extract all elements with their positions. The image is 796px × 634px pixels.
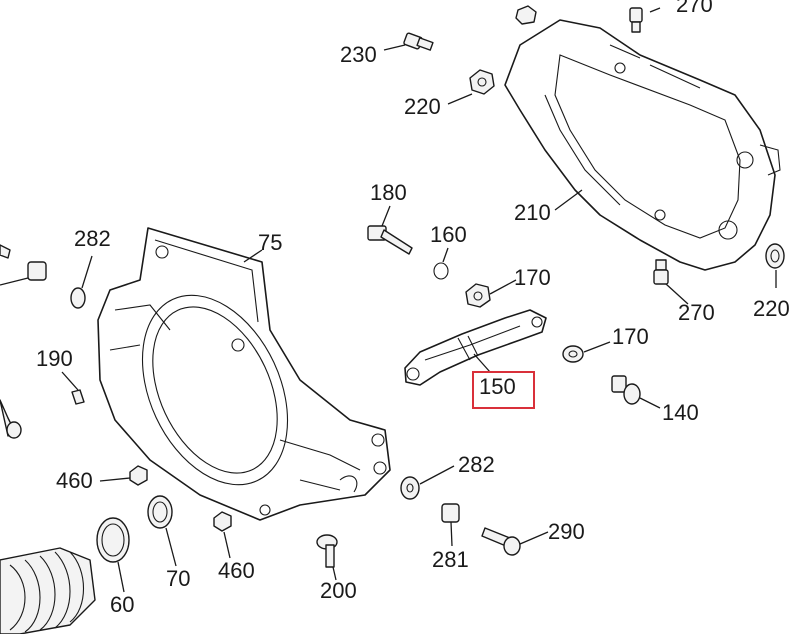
callout-282: 282	[74, 226, 111, 251]
callout-180: 180	[370, 180, 407, 205]
part-150-link-arm	[404, 309, 547, 386]
part-460-nut	[129, 465, 148, 486]
leader-lines	[61, 7, 777, 593]
callout-270: 270	[676, 0, 713, 17]
callout-150: 150	[479, 374, 516, 399]
part-290-bolt	[481, 527, 521, 556]
part-210-frame	[504, 19, 781, 271]
part-281-bushing	[441, 503, 460, 523]
part-170-nut	[465, 283, 491, 308]
part-270-fitting	[653, 259, 669, 285]
callout-290: 290	[548, 519, 585, 544]
callout-60: 60	[110, 592, 135, 617]
callout-160: 160	[430, 222, 467, 247]
part-200-pin	[316, 534, 338, 568]
part-160-ring	[433, 262, 449, 280]
part-top-nut	[515, 5, 537, 25]
callout-190: 190	[36, 346, 73, 371]
part-140-bolt	[611, 375, 641, 405]
callout-220-right: 220	[753, 296, 790, 321]
part-220-washer	[765, 243, 785, 269]
part-270-top-bolt	[629, 7, 643, 33]
part-220-nut	[469, 69, 495, 95]
callout-281: 281	[432, 547, 469, 572]
callout-282-lower: 282	[458, 452, 495, 477]
part-190-screw	[71, 389, 85, 405]
callout-220: 220	[404, 94, 441, 119]
part-bellows-boot	[0, 547, 96, 634]
callout-140: 140	[662, 400, 699, 425]
callout-200: 200	[320, 578, 357, 603]
part-60-clamp	[96, 517, 130, 563]
part-230-bolt	[403, 32, 434, 51]
highlight-box-150	[472, 371, 535, 409]
part-170-washer	[562, 345, 584, 363]
callout-210: 210	[514, 200, 551, 225]
part-left-bolt	[0, 244, 11, 259]
part-282-bushing	[0, 261, 47, 286]
callout-75: 75	[258, 230, 283, 255]
part-180-bolt	[367, 225, 413, 255]
part-70-clamp	[147, 495, 173, 529]
part-460-nut-lower	[213, 511, 232, 532]
callout-170-right: 170	[612, 324, 649, 349]
part-282-washer-lower	[400, 476, 420, 500]
callout-460: 460	[56, 468, 93, 493]
callout-270-right: 270	[678, 300, 715, 325]
part-left-lower-bolt	[0, 399, 22, 439]
callout-460-lower: 460	[218, 558, 255, 583]
part-282-washer	[70, 287, 86, 309]
callout-70: 70	[166, 566, 191, 591]
part-75-housing	[97, 227, 391, 521]
callout-230: 230	[340, 42, 377, 67]
callout-170: 170	[514, 265, 551, 290]
